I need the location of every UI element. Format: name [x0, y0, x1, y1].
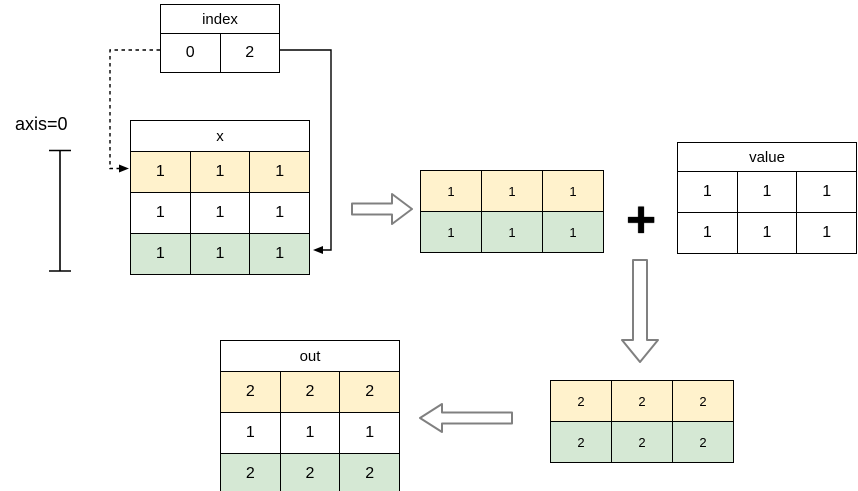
table-cell: 1 [420, 170, 482, 212]
index0-arrowhead-icon [119, 164, 129, 173]
index2-arrowhead-icon [313, 246, 323, 254]
table-cell: 1 [220, 412, 281, 454]
down-arrow-icon [621, 259, 659, 363]
value-table: value 1 1 1 1 1 1 [677, 142, 857, 254]
table-cell: 1 [796, 212, 857, 254]
table-cell: 1 [736, 212, 798, 254]
table-cell: 1 [736, 171, 798, 213]
table-row: 1 1 1 [130, 151, 310, 193]
plus-operator: + [625, 191, 657, 249]
table-cell: 2 [611, 421, 673, 463]
table-row: 1 1 1 [677, 171, 857, 213]
table-cell: 2 [279, 371, 341, 413]
table-row: 1 1 1 [420, 170, 604, 212]
table-cell: 1 [542, 170, 604, 212]
table-row: 1 1 1 [677, 212, 857, 254]
table-cell: 2 [279, 453, 341, 491]
table-cell: 2 [219, 33, 280, 73]
right-arrow-icon [351, 193, 413, 225]
table-cell: 2 [672, 380, 734, 422]
table-cell: 1 [130, 151, 191, 193]
out-table-title: out [220, 340, 400, 372]
index-table-title: index [160, 4, 280, 34]
table-cell: 2 [220, 371, 281, 413]
table-cell: 1 [130, 192, 191, 234]
left-arrow-icon [419, 403, 513, 433]
axis-extent-line [49, 149, 71, 272]
x-table-title: x [130, 120, 310, 152]
table-row: 2 2 2 [220, 453, 400, 491]
table-cell: 2 [339, 453, 400, 491]
table-row: 2 2 2 [550, 421, 734, 463]
axis-label: axis=0 [15, 114, 68, 134]
table-row: 1 1 1 [420, 211, 604, 253]
table-cell: 2 [220, 453, 281, 491]
table-cell: 1 [189, 233, 251, 275]
index-table: index 0 2 [160, 4, 280, 73]
table-cell: 1 [677, 171, 738, 213]
table-cell: 1 [189, 151, 251, 193]
table-cell: 2 [611, 380, 673, 422]
table-cell: 1 [279, 412, 341, 454]
table-cell: 2 [550, 421, 612, 463]
out-table: out 2 2 2 1 1 1 2 2 2 [220, 340, 400, 491]
value-table-title: value [677, 142, 857, 172]
gathered-rows-table: 1 1 1 1 1 1 [420, 170, 604, 253]
table-cell: 1 [677, 212, 738, 254]
table-row: 1 1 1 [220, 412, 400, 454]
table-cell: 1 [249, 151, 310, 193]
table-cell: 2 [339, 371, 400, 413]
value-table-header: value [677, 142, 857, 172]
table-cell: 2 [550, 380, 612, 422]
table-cell: 1 [481, 170, 543, 212]
table-cell: 1 [542, 211, 604, 253]
table-row: 1 1 1 [130, 192, 310, 234]
out-table-header: out [220, 340, 400, 372]
table-cell: 2 [672, 421, 734, 463]
summed-rows-table: 2 2 2 2 2 2 [550, 380, 734, 463]
table-cell: 1 [130, 233, 191, 275]
x-table-header: x [130, 120, 310, 152]
table-row: 2 2 2 [550, 380, 734, 422]
table-cell: 1 [420, 211, 482, 253]
table-cell: 1 [796, 171, 857, 213]
table-cell: 0 [160, 33, 221, 73]
table-row: 0 2 [160, 33, 280, 73]
table-row: 1 1 1 [130, 233, 310, 275]
table-cell: 1 [339, 412, 400, 454]
table-cell: 1 [249, 192, 310, 234]
table-cell: 1 [189, 192, 251, 234]
table-cell: 1 [481, 211, 543, 253]
x-table: x 1 1 1 1 1 1 1 1 1 [130, 120, 310, 275]
table-row: 2 2 2 [220, 371, 400, 413]
index-table-header: index [160, 4, 280, 34]
table-cell: 1 [249, 233, 310, 275]
